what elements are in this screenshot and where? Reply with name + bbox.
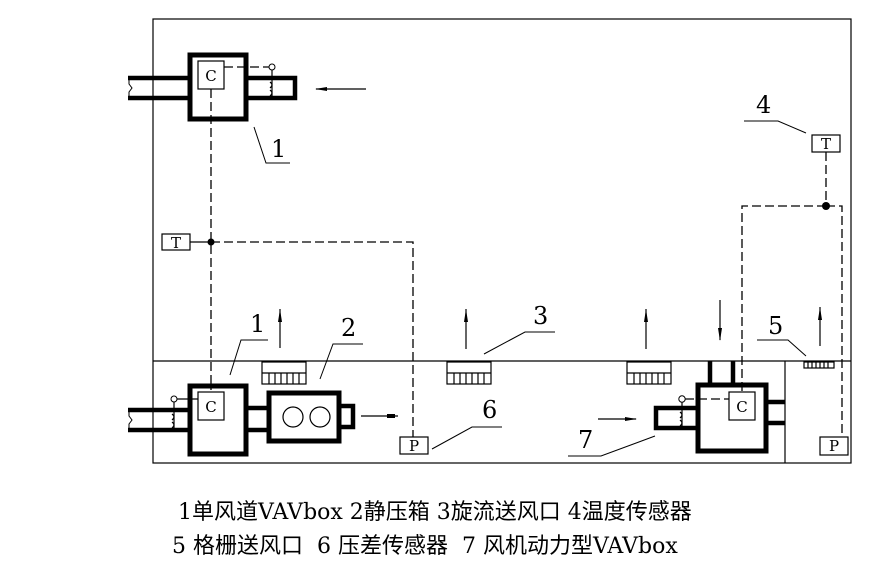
- pressure-sensor-label: P: [409, 437, 419, 455]
- grille-diffuser: [803, 361, 835, 369]
- return-arrow-icon: [718, 300, 722, 341]
- supply-arrow-icon: [464, 309, 468, 349]
- pressure-sensor-label: P: [829, 437, 839, 455]
- static-pressure-box: [266, 390, 398, 444]
- swirl-diffuser: [261, 361, 307, 385]
- fan-powered-vav-box: C: [653, 361, 785, 454]
- controller-box: [197, 391, 225, 421]
- legend-caption-line-2: 5 格栅送风口 6 压差传感器 7 风机动力型VAVbox: [172, 534, 678, 559]
- controller-label: C: [736, 398, 747, 416]
- supply-arrow-icon: [278, 309, 282, 348]
- callout-1-top: 1: [271, 135, 286, 163]
- top-single-duct-vav-box: C: [128, 52, 298, 122]
- temperature-sensor-label: T: [821, 135, 831, 153]
- callout-2: 2: [341, 314, 356, 342]
- callout-4: 4: [756, 91, 771, 119]
- controller-box: [197, 60, 225, 90]
- bottom-single-duct-vav-box: C: [128, 383, 269, 457]
- callout-5: 5: [768, 312, 783, 340]
- callout-6: 6: [482, 396, 497, 424]
- supply-arrow-icon: [644, 309, 648, 349]
- temperature-sensor-label: T: [171, 234, 181, 252]
- controller-label: C: [205, 67, 216, 85]
- legend-caption-line-1: 1单风道VAVbox 2静压箱 3旋流送风口 4温度传感器: [178, 500, 692, 525]
- callout-7: 7: [578, 426, 593, 454]
- swirl-diffuser: [626, 361, 672, 385]
- swirl-diffuser: [446, 361, 492, 385]
- callout-1-bottom: 1: [250, 310, 265, 338]
- pressure-sensor-right: [819, 436, 849, 456]
- controller-label: C: [205, 398, 216, 416]
- supply-arrow-icon: [818, 307, 822, 346]
- airflow-arrow-icon: [315, 87, 366, 91]
- pressure-sensor-left: [399, 436, 429, 455]
- airflow-arrow-icon: [598, 417, 637, 421]
- room-outline: [152, 18, 852, 464]
- controller-box: [728, 391, 756, 421]
- callout-3: 3: [533, 302, 548, 330]
